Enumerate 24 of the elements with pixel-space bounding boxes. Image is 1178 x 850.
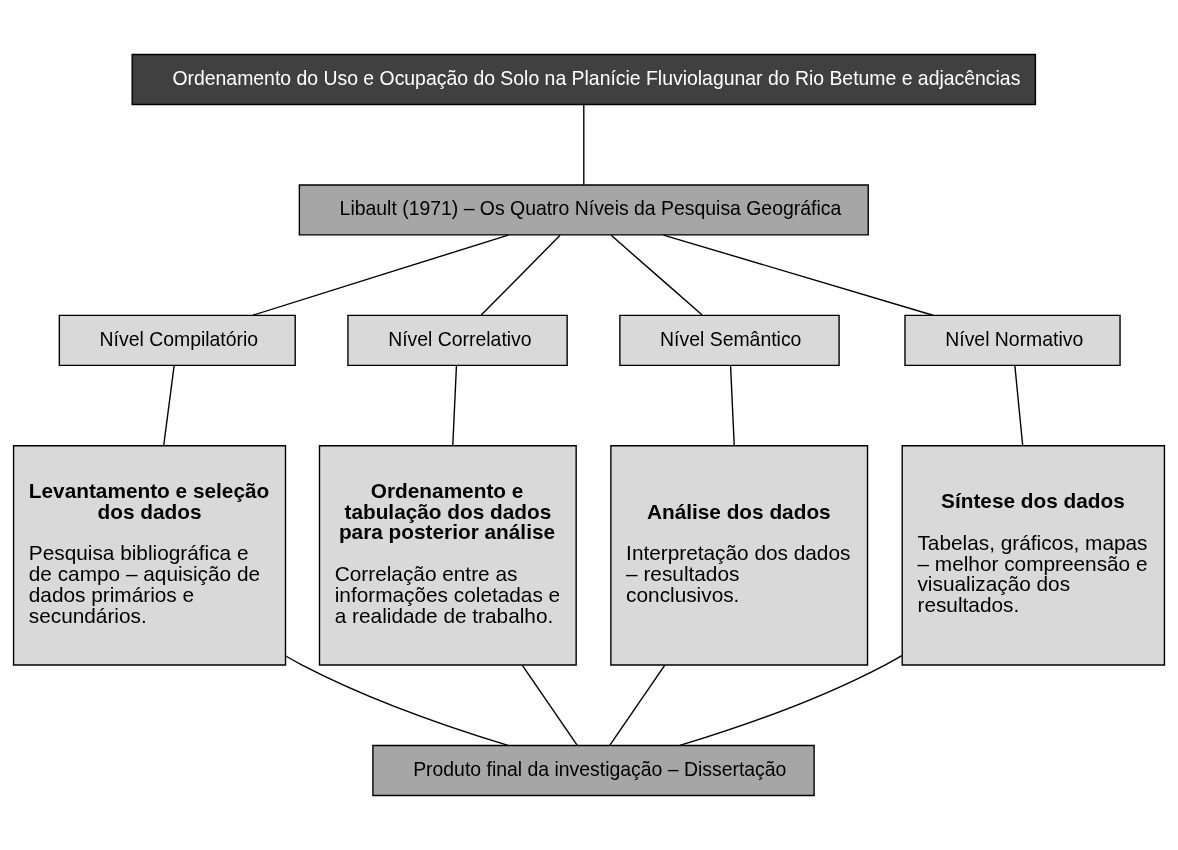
node-box: Produto final da investigação – Dissertação	[372, 744, 815, 797]
connector	[1014, 365, 1024, 447]
node-box: Síntese dos dados Tabelas, gráficos, mapas – melhor compreensão e visualização dos resultados.	[901, 445, 1166, 666]
connector	[729, 365, 735, 447]
connector	[480, 234, 561, 316]
node-box: Nível Normativo	[904, 314, 1121, 367]
node-box: Análise dos dados Interpretação dos dados – resultados conclusivos.	[610, 445, 869, 666]
node-box: Nível Compilatório	[58, 314, 296, 367]
node-box: Nível Semântico	[619, 314, 840, 367]
connector	[679, 654, 903, 747]
node-box: Ordenamento do Uso e Ocupação do Solo na Planície Fluviolagunar do Rio Betume e adjacências	[131, 53, 1037, 106]
connector	[610, 234, 703, 316]
node-box: Libault (1971) – Os Quatro Níveis da Pesquisa Geográfica	[298, 184, 869, 236]
connector	[583, 104, 585, 186]
node-box: Ordenamento e tabulação dos dados para posterior análise Correlação entre as informações coletadas e a realidade de trabalho.	[318, 445, 577, 666]
connector	[662, 234, 934, 316]
connector	[284, 655, 509, 747]
node-box: Levantamento e seleção dos dados Pesquisa bibliográfica e de campo – aquisição de dados primários e secundários.	[12, 445, 287, 666]
node-box: Nível Correlativo	[347, 314, 568, 367]
connector	[163, 365, 175, 447]
connector	[609, 664, 666, 747]
connector	[521, 664, 578, 747]
connector	[252, 234, 509, 316]
connector	[452, 365, 458, 447]
